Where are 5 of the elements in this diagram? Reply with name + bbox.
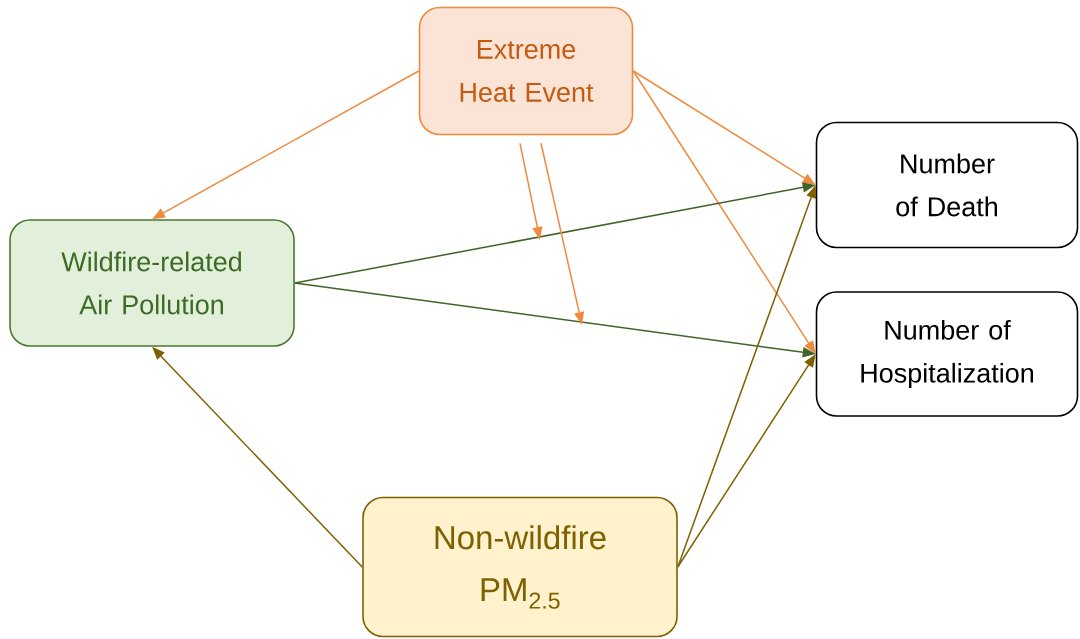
process-box: Number of Hospitalization bbox=[815, 291, 1079, 417]
process-box: Number of Death bbox=[815, 121, 1079, 249]
process-box: Wildfire-related Air Pollution bbox=[9, 219, 295, 347]
process-box: Extreme Heat Event bbox=[418, 6, 634, 136]
process-box: Non-wildfire PM$_{2.5}$ bbox=[362, 496, 678, 638]
